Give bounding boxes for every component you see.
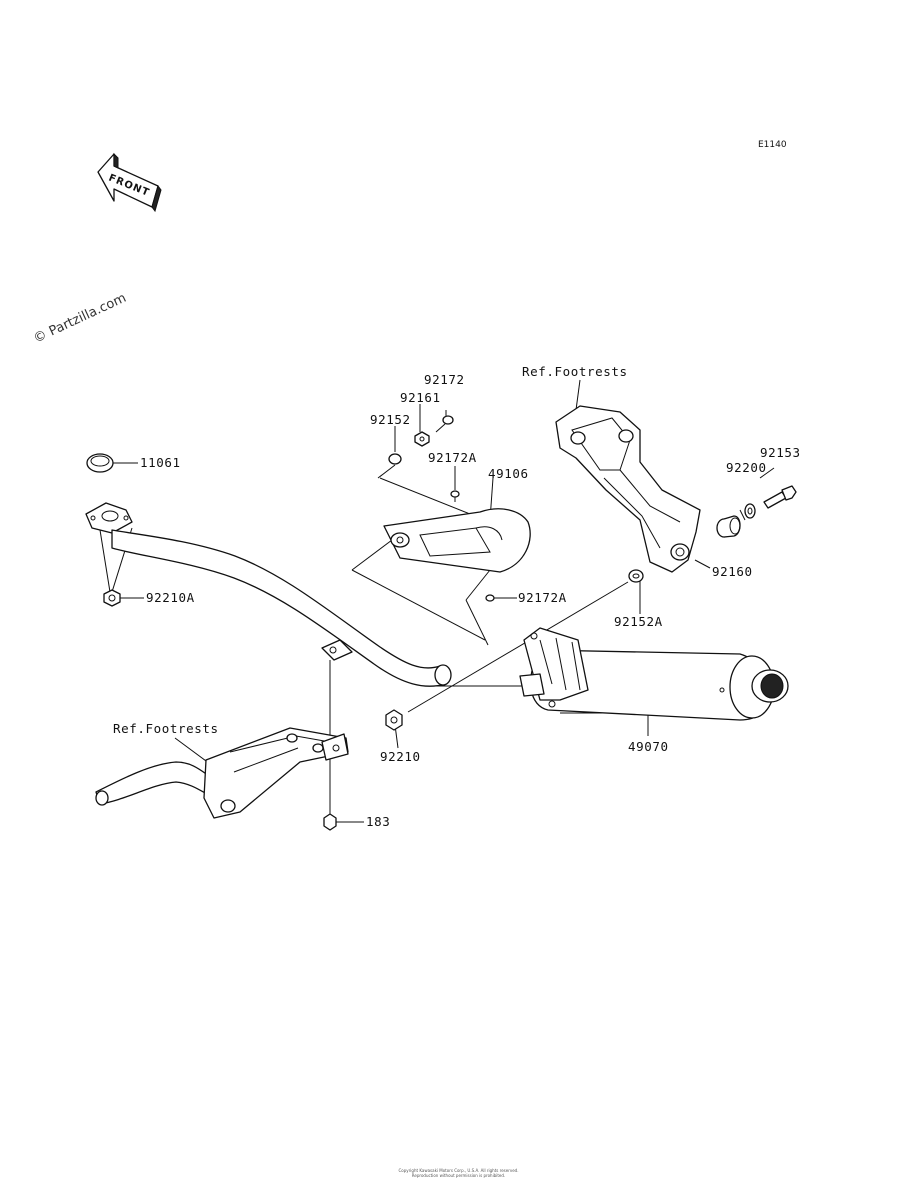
exhaust-pipe <box>85 502 452 687</box>
gasket-11061 <box>86 453 114 473</box>
label-92153: 92153 <box>760 445 801 460</box>
heat-guard-49106 <box>383 508 531 573</box>
label-92160: 92160 <box>712 564 753 579</box>
label-92172A-bottom: 92172A <box>518 590 567 605</box>
screw-92172A-top <box>450 490 460 502</box>
nut-92210 <box>385 709 403 731</box>
footer-line-2: Reproduction without permission is prohi… <box>411 1173 506 1178</box>
leader-lines <box>99 379 775 823</box>
screw-92172A-bottom <box>485 594 495 602</box>
bolt-92172 <box>435 415 454 433</box>
watermark: © Partzilla.com <box>31 291 128 347</box>
front-arrow-icon: FRONT <box>97 152 162 213</box>
label-92210A: 92210A <box>146 590 195 605</box>
label-92161: 92161 <box>400 390 441 405</box>
label-92210: 92210 <box>380 749 421 764</box>
label-183: 183 <box>366 814 390 829</box>
copyright-footer: Copyright Kawasaki Motors Corp., U.S.A. … <box>0 1168 917 1178</box>
label-49070: 49070 <box>628 739 669 754</box>
label-92152: 92152 <box>370 412 411 427</box>
muffler-49070 <box>519 627 789 721</box>
washer-92152 <box>388 453 402 465</box>
label-49106: 49106 <box>488 466 529 481</box>
collar-92160 <box>716 515 741 538</box>
nut-92210A <box>103 589 121 607</box>
diagram-code: E1140 <box>758 140 787 150</box>
label-92172A-top: 92172A <box>428 450 477 465</box>
bolt-92153 <box>763 485 797 509</box>
footrest-bracket-right <box>555 405 701 573</box>
footer-line-1: Copyright Kawasaki Motors Corp., U.S.A. … <box>398 1168 519 1173</box>
label-11061: 11061 <box>140 455 181 470</box>
label-ref-footrests-left: Ref.Footrests <box>113 721 219 736</box>
label-92152A: 92152A <box>614 614 663 629</box>
label-92200: 92200 <box>726 460 767 475</box>
washer-92200 <box>744 503 756 519</box>
nut-92161 <box>414 431 430 447</box>
label-ref-footrests-top: Ref.Footrests <box>522 364 628 379</box>
footrest-left <box>95 727 349 819</box>
washer-92152A <box>628 569 644 583</box>
label-92172: 92172 <box>424 372 465 387</box>
bolt-183 <box>323 806 337 831</box>
